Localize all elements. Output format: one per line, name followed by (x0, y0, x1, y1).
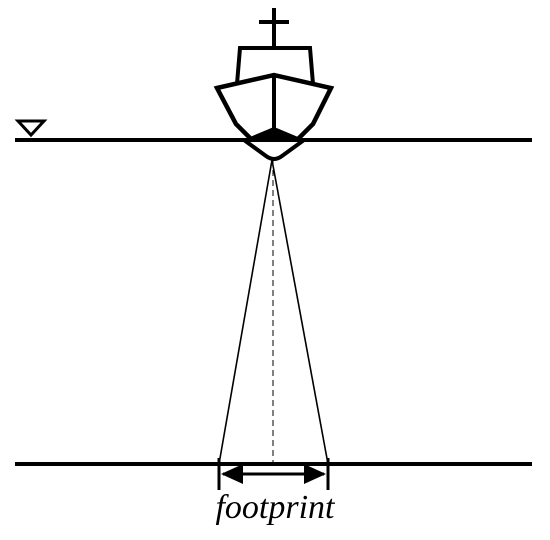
footprint-boundary-ticks (217, 458, 330, 490)
ship-icon (213, 8, 335, 161)
footprint-dimension-arrow (221, 464, 326, 484)
footprint-label: footprint (215, 489, 335, 526)
water-level-icon (14, 119, 48, 138)
sonar-beam (218, 159, 329, 465)
